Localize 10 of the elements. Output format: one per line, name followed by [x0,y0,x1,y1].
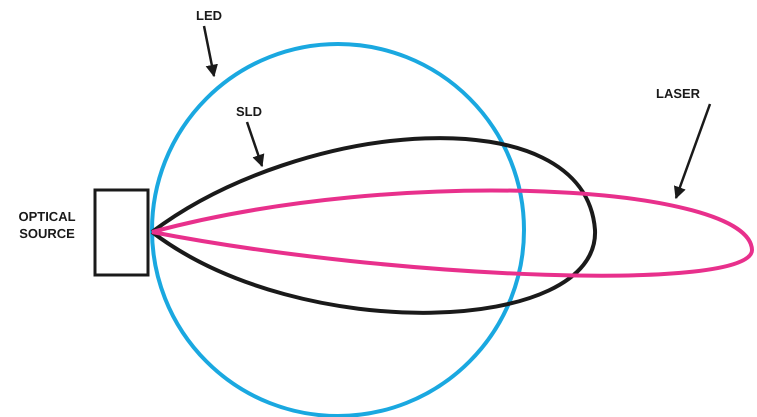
source-label: OPTICAL SOURCE [17,208,77,242]
radiation-pattern-lobe [152,188,754,278]
leader-line [674,104,712,200]
pattern-label: LASER [656,86,700,102]
leader-line [202,26,218,78]
source-box [94,188,150,276]
leader-line [246,122,264,168]
radiation-pattern-lobe [150,136,597,315]
pattern-label: SLD [236,104,262,120]
pattern-label: LED [196,8,222,24]
